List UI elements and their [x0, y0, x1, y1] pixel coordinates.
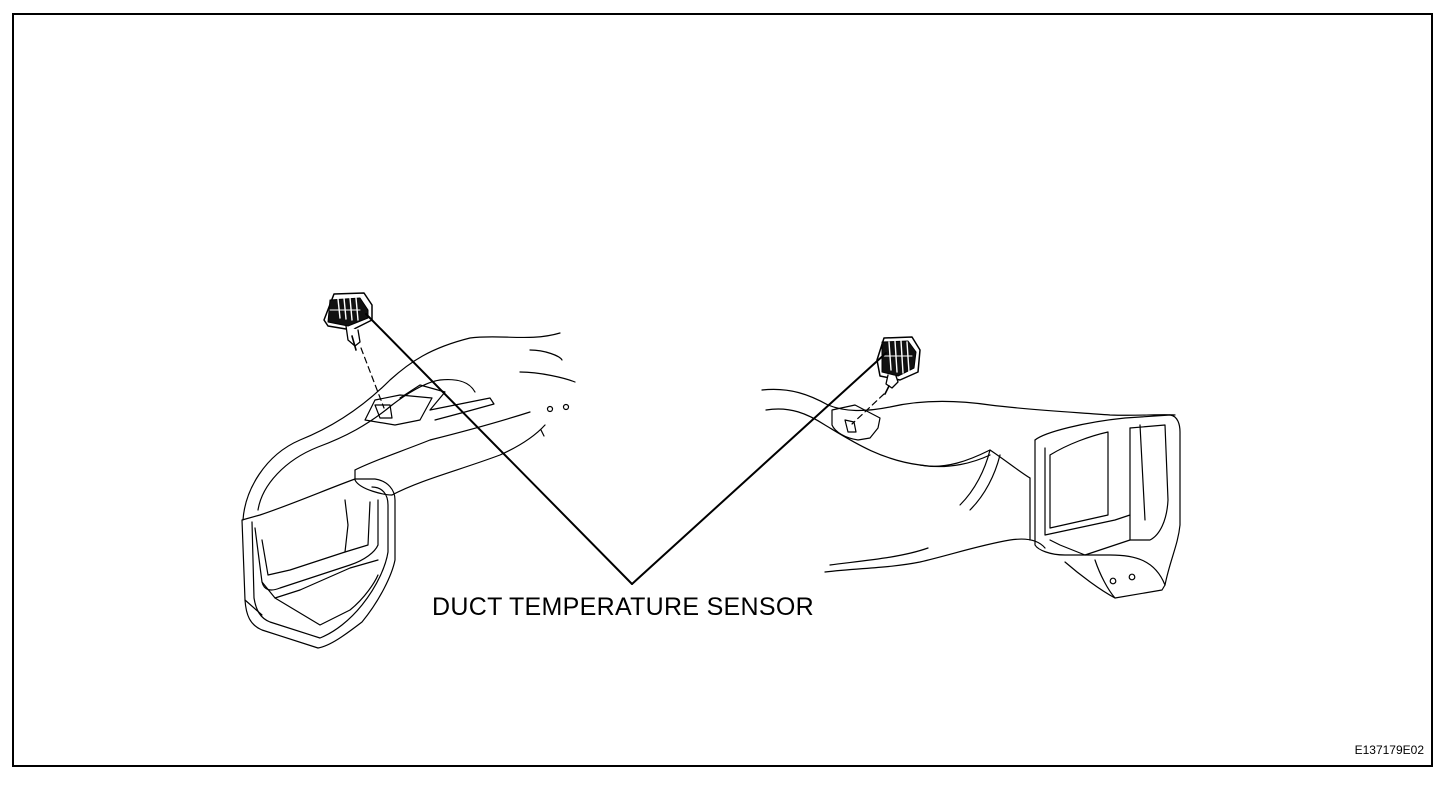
diagram-frame [12, 13, 1433, 767]
right-sensor-icon [876, 336, 921, 395]
right-leader-line [631, 352, 887, 585]
callout-label-duct-temperature-sensor: DUCT TEMPERATURE SENSOR [432, 593, 814, 621]
left-install-dashed-line [360, 347, 385, 409]
right-install-dashed-line [851, 393, 885, 425]
left-sensor-icon [323, 292, 373, 351]
right-duct [761, 388, 1181, 599]
figure-id: E137179E02 [1354, 743, 1424, 757]
left-leader-line [365, 313, 633, 585]
